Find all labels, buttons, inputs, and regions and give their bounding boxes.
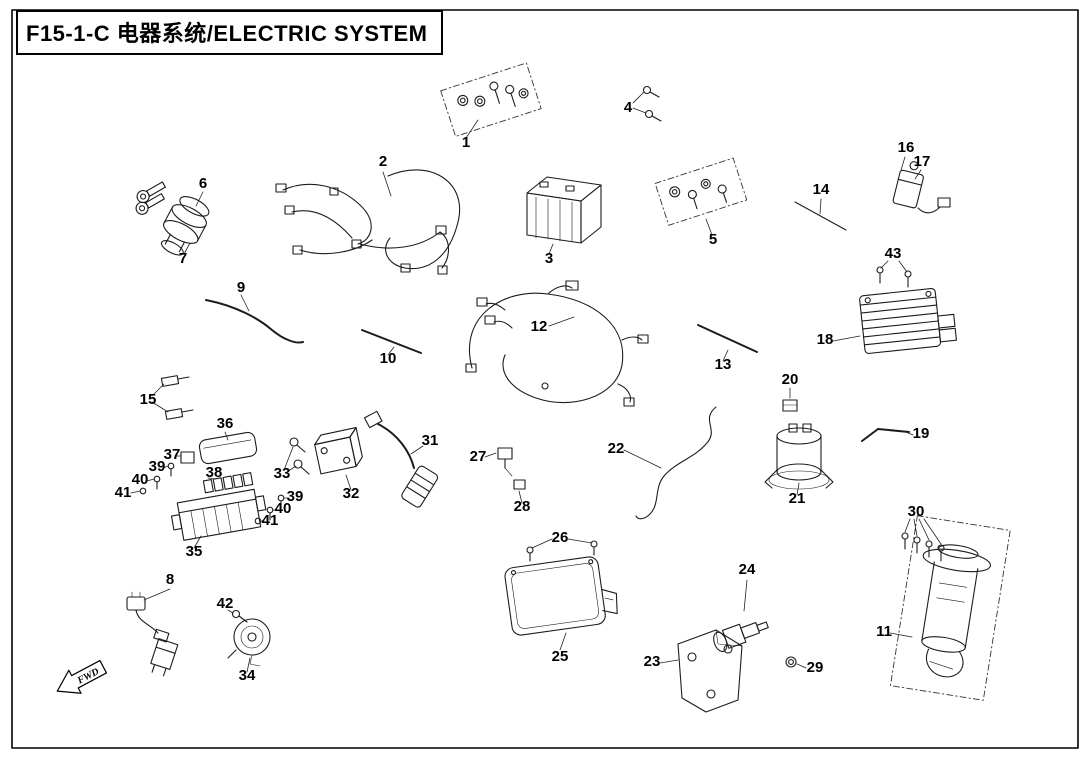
- callout-35: 35: [186, 543, 203, 560]
- callout-33: 33: [274, 465, 291, 482]
- callout-18: 18: [817, 331, 834, 348]
- part-2-wiring-harness: [275, 169, 461, 275]
- callout-3: 3: [545, 250, 553, 267]
- part-29-nut: [785, 656, 807, 669]
- callout-41-left: 41: [115, 484, 132, 501]
- callout-6: 6: [199, 175, 207, 192]
- callout-7: 7: [179, 250, 187, 267]
- part-35-fuse-box: [170, 488, 267, 549]
- part-27-28-sensor: [484, 447, 526, 504]
- callout-36: 36: [217, 415, 234, 432]
- callout-40-left: 40: [132, 471, 149, 488]
- callout-labels: 1 2 3 4 5 6 7 8 9 10 11 12 13 14 15 16 1…: [115, 99, 931, 684]
- part-37-relay: [176, 451, 195, 464]
- part-20-clamp: [782, 387, 798, 412]
- callout-16: 16: [898, 139, 915, 156]
- part-12-wiring-harness: [465, 280, 649, 407]
- callout-22: 22: [608, 440, 625, 457]
- callout-31: 31: [422, 432, 439, 449]
- callout-21: 21: [789, 490, 806, 507]
- part-25-26-ecu: [504, 538, 618, 651]
- fwd-arrow: FWD: [56, 659, 108, 694]
- callout-1: 1: [462, 134, 470, 151]
- callout-12: 12: [531, 318, 548, 335]
- callout-13: 13: [715, 356, 732, 373]
- callout-15: 15: [140, 391, 157, 408]
- callout-37: 37: [164, 446, 181, 463]
- part-13-rod: [697, 324, 758, 362]
- part-5-fastener-kit: [654, 157, 748, 236]
- callout-19: 19: [913, 425, 930, 442]
- part-31-spark-plug-cap: [363, 410, 439, 508]
- part-32-ignition-coil: [314, 427, 363, 491]
- callout-8: 8: [166, 571, 174, 588]
- callout-28: 28: [514, 498, 531, 515]
- page-border: [11, 9, 1079, 749]
- callout-41-right: 41: [262, 512, 279, 529]
- callout-10: 10: [380, 350, 397, 367]
- callout-30: 30: [908, 503, 925, 520]
- part-19-rod: [861, 428, 914, 442]
- callout-43: 43: [885, 245, 902, 262]
- part-38-fuses: [202, 472, 254, 494]
- callout-32: 32: [343, 485, 360, 502]
- callout-25: 25: [552, 648, 569, 665]
- callout-38: 38: [206, 464, 223, 481]
- callout-20: 20: [782, 371, 799, 388]
- part-39-41-fasteners-left: [130, 462, 175, 495]
- part-10-rod: [361, 329, 422, 356]
- callout-14: 14: [813, 181, 830, 198]
- part-16-17-ignition-coil: [892, 156, 951, 214]
- page-title: F15-1-C 电器系统/ELECTRIC SYSTEM: [26, 21, 428, 46]
- part-43-screws: [876, 260, 912, 288]
- part-39-41-fasteners-right: [254, 494, 290, 525]
- callout-27: 27: [470, 448, 487, 465]
- part-18-voltage-regulator: [832, 288, 957, 354]
- callout-2: 2: [379, 153, 387, 170]
- callout-11: 11: [876, 623, 892, 640]
- part-36-fuse-box-cover: [198, 431, 258, 465]
- part-4-screws: [632, 85, 662, 122]
- part-14-rod: [794, 198, 847, 231]
- callout-4: 4: [624, 99, 633, 116]
- part-21-starter-relay: [764, 423, 834, 496]
- part-30-screws: [901, 518, 945, 562]
- part-8-connector-wire: [126, 588, 179, 677]
- callout-39-right: 39: [287, 488, 304, 505]
- callout-5: 5: [709, 231, 717, 248]
- callout-23: 23: [644, 653, 661, 670]
- callout-34: 34: [239, 667, 256, 684]
- part-33-bolts: [283, 437, 310, 475]
- callout-24: 24: [739, 561, 756, 578]
- part-24-sensor-assembly: [713, 579, 769, 653]
- part-42-bolt: [227, 609, 248, 623]
- callout-26: 26: [552, 529, 569, 546]
- callout-40-right: 40: [275, 500, 292, 517]
- part-1-fastener-kit: [440, 62, 542, 139]
- callout-39-left: 39: [149, 458, 166, 475]
- part-9-cable: [205, 294, 304, 344]
- callout-29: 29: [807, 659, 824, 676]
- part-11-fuel-pump: [889, 515, 1011, 701]
- callout-17: 17: [914, 153, 931, 170]
- part-6-7-ignition-switch: [135, 181, 210, 256]
- title-box: F15-1-C 电器系统/ELECTRIC SYSTEM: [16, 10, 444, 55]
- fwd-label: FWD: [75, 666, 101, 687]
- part-23-bracket: [659, 629, 743, 713]
- part-34-horn: [227, 618, 271, 673]
- callout-42: 42: [217, 595, 234, 612]
- part-15-terminals: [151, 375, 194, 420]
- callout-9: 9: [237, 279, 245, 296]
- part-22-cable: [623, 406, 717, 520]
- part-3-battery: [526, 176, 602, 255]
